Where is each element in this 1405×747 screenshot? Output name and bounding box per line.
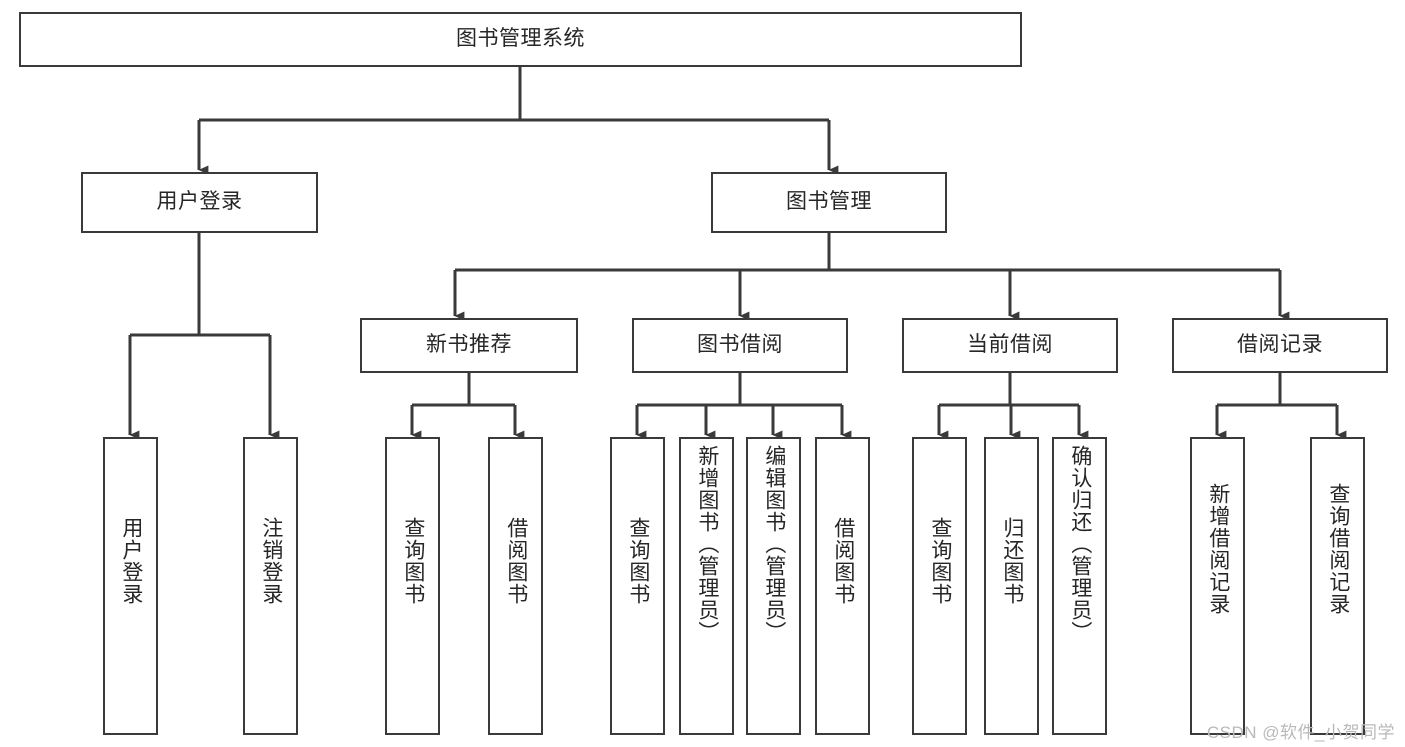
node-leaf-query-book-c[interactable]: 查询图书 (912, 437, 967, 735)
node-label-leaf-user-login: 用户登录 (119, 517, 143, 605)
node-label-leaf-borrow-book-b: 借阅图书 (831, 517, 855, 605)
node-book-borrow[interactable]: 图书借阅 (632, 318, 848, 373)
node-root[interactable]: 图书管理系统 (19, 12, 1022, 67)
node-leaf-logout[interactable]: 注销登录 (243, 437, 298, 735)
node-user-login[interactable]: 用户登录 (81, 172, 318, 233)
node-label-leaf-query-record: 查询借阅记录 (1326, 483, 1350, 615)
node-leaf-add-record[interactable]: 新增借阅记录 (1190, 437, 1245, 735)
node-borrow-record[interactable]: 借阅记录 (1172, 318, 1388, 373)
node-label-leaf-return-book: 归还图书 (1000, 517, 1024, 605)
tree-connectors (128, 67, 1347, 440)
node-label-user-login: 用户登录 (156, 190, 243, 214)
node-label-leaf-confirm-return: 确认归还（管理员） (1068, 445, 1092, 643)
node-label-leaf-add-book: 新增图书（管理员） (695, 445, 719, 643)
node-leaf-edit-book[interactable]: 编辑图书（管理员） (746, 437, 801, 735)
node-label-leaf-query-book-b: 查询图书 (626, 517, 650, 605)
node-label-leaf-logout: 注销登录 (259, 517, 283, 605)
node-current-borrow[interactable]: 当前借阅 (902, 318, 1118, 373)
node-label-current-borrow: 当前借阅 (967, 333, 1053, 357)
node-leaf-add-book[interactable]: 新增图书（管理员） (679, 437, 734, 735)
node-leaf-borrow-book-b[interactable]: 借阅图书 (815, 437, 870, 735)
node-label-leaf-borrow-book-rec: 借阅图书 (504, 517, 528, 605)
node-leaf-user-login[interactable]: 用户登录 (103, 437, 158, 735)
watermark-text: CSDN @软件_小贺同学 (1206, 723, 1395, 742)
node-leaf-borrow-book-rec[interactable]: 借阅图书 (488, 437, 543, 735)
node-label-leaf-edit-book: 编辑图书（管理员） (762, 445, 786, 643)
node-label-leaf-query-book-rec: 查询图书 (401, 517, 425, 605)
node-label-borrow-record: 借阅记录 (1237, 333, 1323, 357)
node-label-book-manage: 图书管理 (786, 190, 872, 214)
node-leaf-query-book-b[interactable]: 查询图书 (610, 437, 665, 735)
node-leaf-query-book-rec[interactable]: 查询图书 (385, 437, 440, 735)
node-new-book-rec[interactable]: 新书推荐 (360, 318, 578, 373)
node-label-book-borrow: 图书借阅 (697, 333, 783, 357)
node-label-root: 图书管理系统 (456, 27, 585, 51)
node-leaf-query-record[interactable]: 查询借阅记录 (1310, 437, 1365, 735)
node-leaf-return-book[interactable]: 归还图书 (984, 437, 1039, 735)
node-book-manage[interactable]: 图书管理 (711, 172, 947, 233)
node-label-leaf-query-book-c: 查询图书 (928, 517, 952, 605)
node-leaf-confirm-return[interactable]: 确认归还（管理员） (1052, 437, 1107, 735)
node-label-new-book-rec: 新书推荐 (426, 333, 512, 357)
node-label-leaf-add-record: 新增借阅记录 (1206, 483, 1230, 615)
